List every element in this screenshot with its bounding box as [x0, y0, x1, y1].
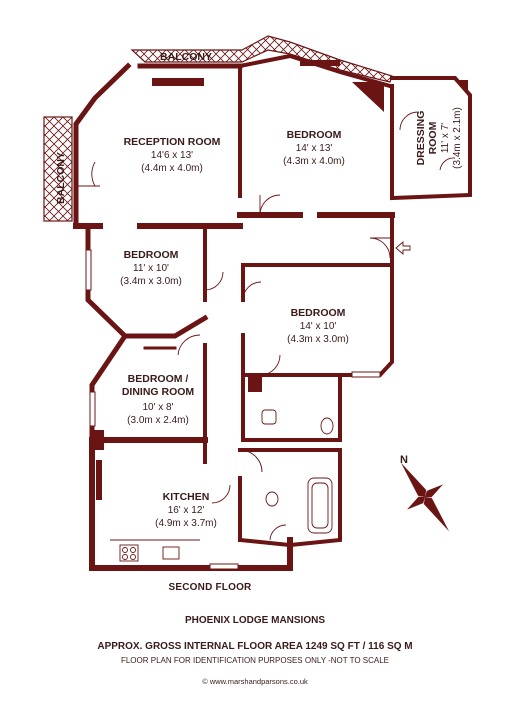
- kitchen-name: KITCHEN: [163, 491, 210, 503]
- balcony-left: [43, 116, 73, 222]
- bedroom-left-size-imperial: 11' x 10': [133, 263, 169, 274]
- website: © www.marshandparsons.co.uk: [202, 677, 308, 686]
- doors: [76, 111, 456, 541]
- dressing-name-line1: DRESSING: [415, 111, 427, 166]
- toilet-icon: [320, 417, 334, 435]
- reception-name: RECEPTION ROOM: [124, 136, 221, 148]
- dining-size-imperial: 10' x 8': [142, 402, 173, 413]
- kitchen-size-imperial: 16' x 12': [168, 505, 205, 516]
- building-name: PHOENIX LODGE MANSIONS: [184, 615, 325, 626]
- balcony-top-label: BALCONY: [160, 51, 212, 63]
- windows: [85, 249, 381, 570]
- compass-north-label: N: [400, 454, 408, 466]
- entrance-arrow-icon: [395, 241, 411, 255]
- floor-label: SECOND FLOOR: [168, 582, 252, 593]
- bedroom-right-name: BEDROOM: [291, 307, 346, 319]
- floor-area: APPROX. GROSS INTERNAL FLOOR AREA 1249 S…: [97, 641, 413, 652]
- reception-size-imperial: 14'6 x 13': [151, 150, 193, 161]
- bedroom-left-size-metric: (3.4m x 3.0m): [120, 276, 182, 287]
- compass-rose-icon: [400, 462, 450, 532]
- bedroom-top-name: BEDROOM: [287, 129, 342, 141]
- dining-size-metric: (3.0m x 2.4m): [127, 415, 189, 426]
- bedroom-top-size-imperial: 14' x 13': [296, 143, 333, 154]
- sink-icon: [162, 546, 180, 560]
- bedroom-right-size-metric: (4.3m x 3.0m): [287, 334, 349, 345]
- fixtures: [110, 409, 334, 562]
- dining-name-line1: BEDROOM /: [128, 373, 189, 385]
- bedroom-left-name: BEDROOM: [124, 249, 179, 261]
- wall-blocks: [92, 60, 468, 500]
- dressing-size-metric: (3.4m x 2.1m): [452, 107, 463, 169]
- dressing-size-imperial: 11' x 7': [440, 123, 451, 153]
- balcony-left-label: BALCONY: [55, 152, 67, 204]
- reception-size-metric: (4.4m x 4.0m): [141, 163, 203, 174]
- toilet-icon-2: [265, 491, 279, 507]
- bedroom-right-size-imperial: 14' x 10': [300, 321, 337, 332]
- disclaimer: FLOOR PLAN FOR IDENTIFICATION PURPOSES O…: [120, 656, 390, 665]
- dining-name-line2: DINING ROOM: [122, 386, 195, 398]
- kitchen-size-metric: (4.9m x 3.7m): [155, 518, 217, 529]
- basin-icon: [261, 409, 277, 425]
- walls: [73, 53, 472, 571]
- room-labels: BALCONY BALCONY RECEPTION ROOM 14'6 x 13…: [55, 51, 463, 529]
- bathtub-icon: [307, 477, 333, 534]
- balcony-top: [130, 35, 393, 83]
- bedroom-top-size-metric: (4.3m x 4.0m): [283, 156, 345, 167]
- dressing-name-line2: ROOM: [427, 121, 439, 154]
- hob-icon: [119, 544, 139, 562]
